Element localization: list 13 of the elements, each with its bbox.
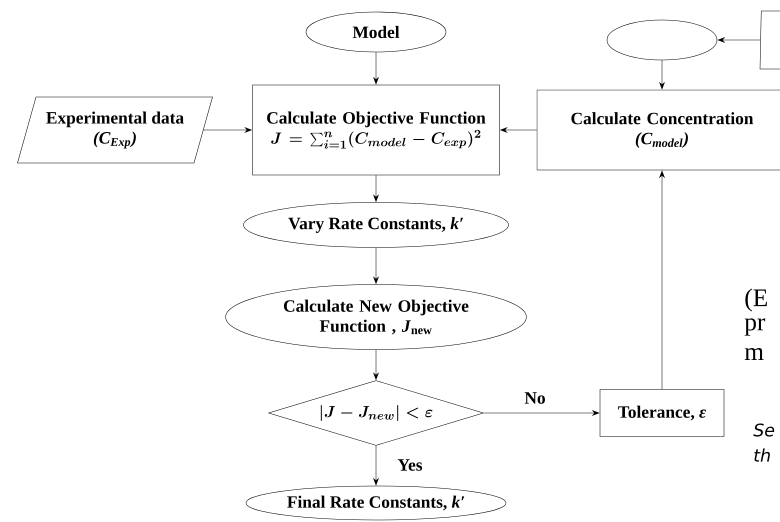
input-parallelogram: Experimental data (C$_{Exp}$) bbox=[17, 96, 213, 164]
note-text: m bbox=[744, 348, 764, 360]
note-text: (E bbox=[745, 288, 767, 312]
edge-label: Yes bbox=[396, 458, 424, 472]
input-parallelogram bbox=[760, 10, 780, 70]
edge-label: No bbox=[523, 390, 547, 406]
note-text: Se bbox=[753, 423, 774, 437]
process-box: Calculate Concentration (C$_{model}$) bbox=[536, 90, 780, 170]
note-text: pr bbox=[744, 318, 766, 336]
process-box: Tolerance, ε bbox=[600, 389, 724, 437]
terminal-ellipse bbox=[606, 20, 718, 60]
process-box: Calculate Objective Function $J= \sum_{i=1}^{n}(C_{model} - C_{exp})^2$ bbox=[252, 84, 500, 176]
note-text: th bbox=[754, 448, 770, 462]
